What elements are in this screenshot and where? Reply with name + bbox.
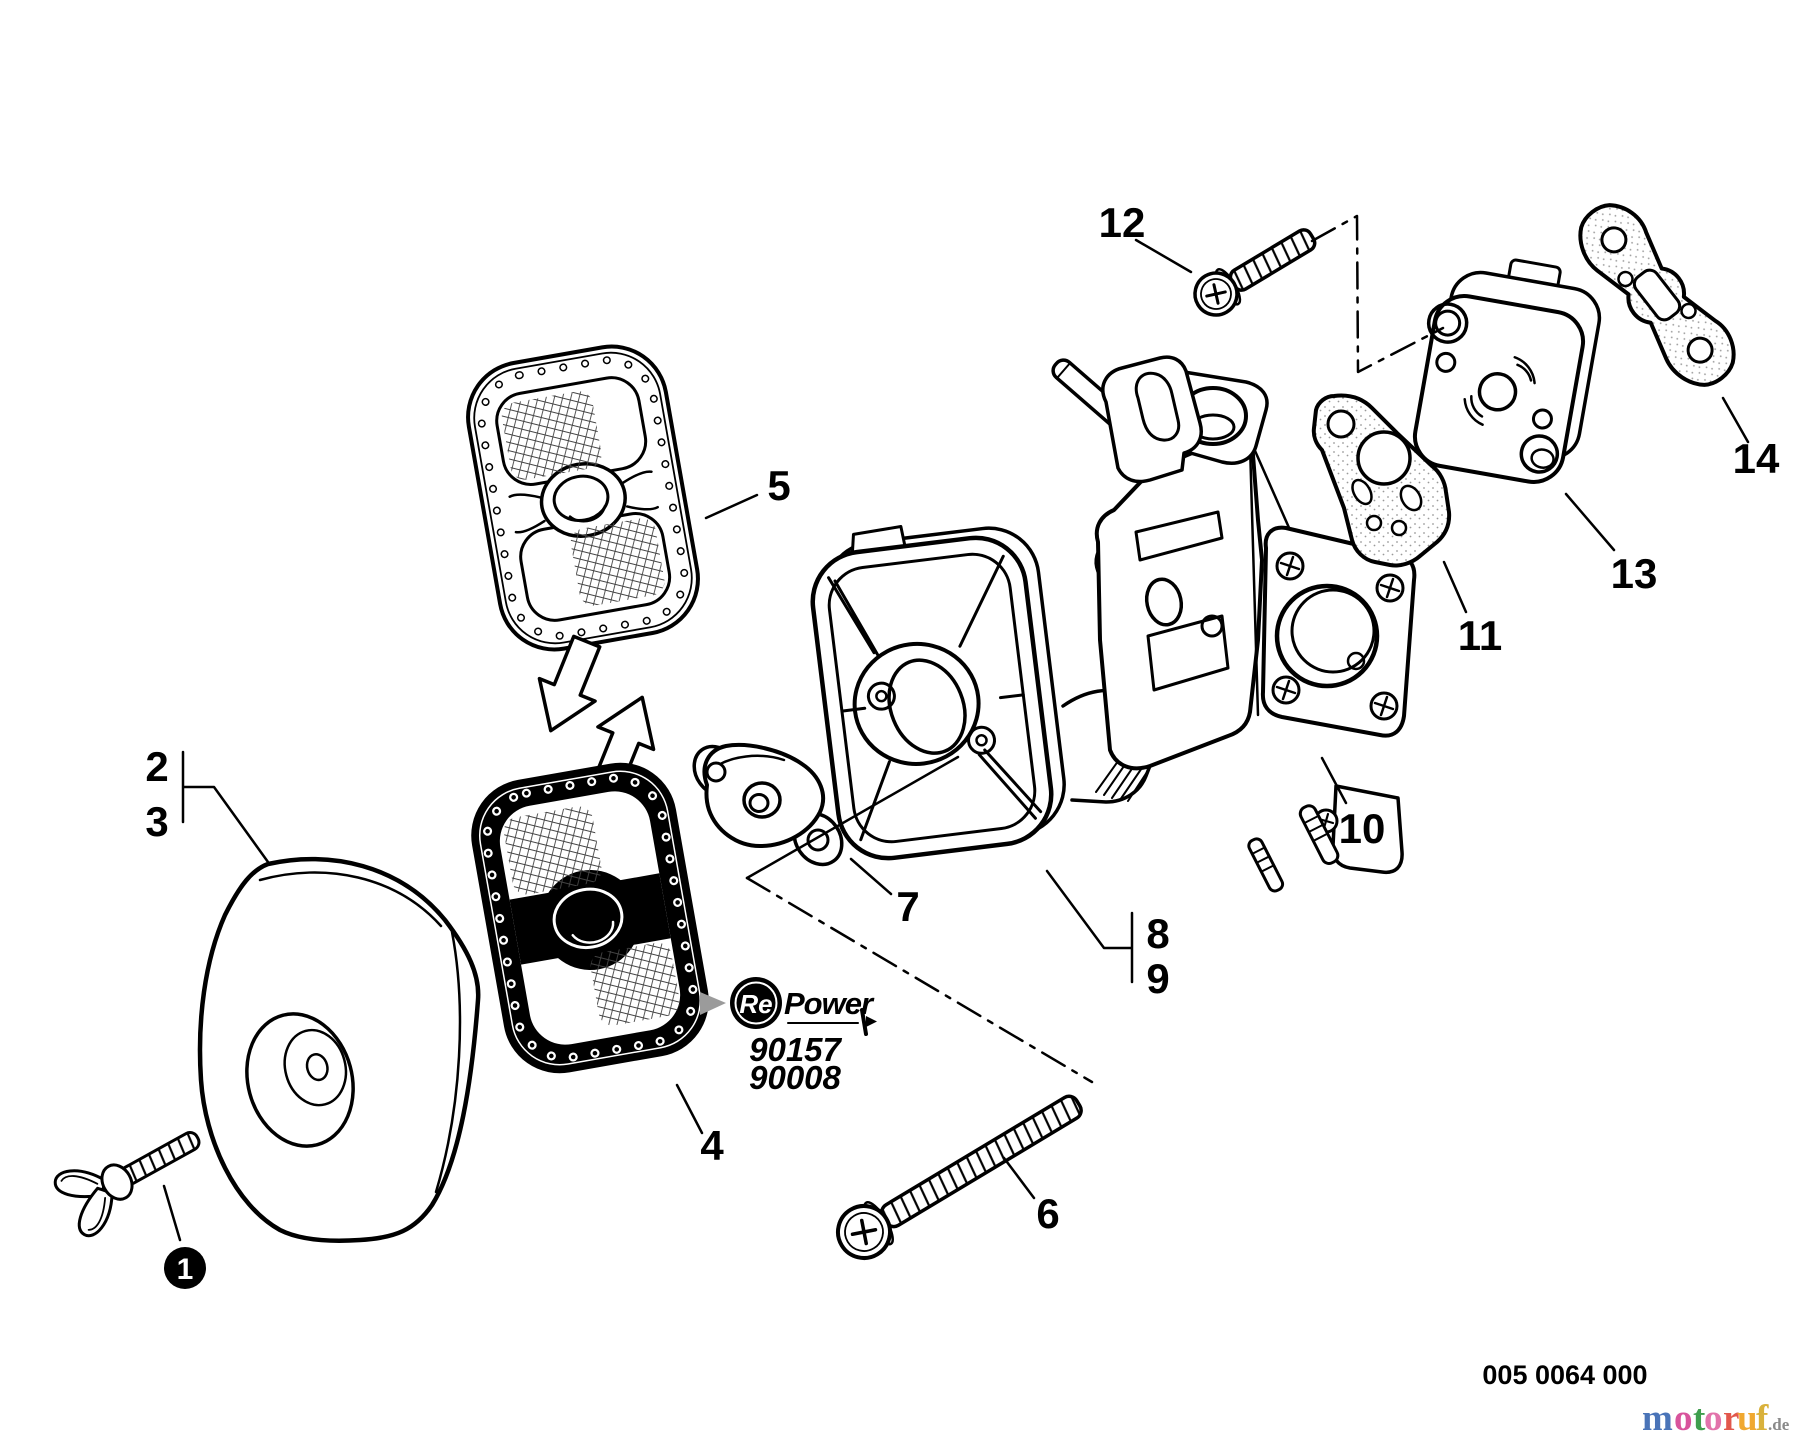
leader-11 (1442, 560, 1468, 614)
carb-gasket (1311, 393, 1452, 568)
callout-2: 2 (145, 743, 168, 790)
leader-1 (162, 1184, 182, 1242)
plate-screws (1271, 551, 1405, 721)
watermark-text: m o t o r u f (1642, 1398, 1769, 1439)
leader-8-9 (1045, 869, 1134, 984)
bolt-short (1193, 228, 1317, 317)
figure-number: 005 0064 000 (1482, 1360, 1647, 1390)
carb-body (1094, 434, 1264, 771)
leader-13 (1564, 492, 1616, 552)
leader-12 (1134, 238, 1193, 274)
choke-plate (692, 742, 844, 867)
callout-11: 11 (1458, 612, 1502, 659)
leader-14 (1721, 396, 1750, 444)
assembly-axis-lines (745, 214, 1445, 1084)
repower-logo: Re Power 90157 90008 (700, 977, 877, 1096)
leader-5 (704, 493, 759, 520)
fuel-nipple (1298, 804, 1340, 865)
callout-7: 7 (896, 883, 919, 930)
leader-7 (849, 857, 893, 896)
leader-lines (162, 238, 1750, 1242)
repower-power: Power (784, 986, 875, 1021)
leader-10 (1320, 756, 1348, 805)
wing-hub (100, 1163, 134, 1201)
callout-8: 8 (1146, 910, 1169, 957)
repower-re: Re (739, 989, 772, 1019)
screw-glyph-icon (860, 1008, 877, 1036)
callout-5: 5 (767, 462, 790, 509)
repower-number-2: 90008 (749, 1059, 841, 1096)
filter-center-ring (540, 869, 641, 970)
motoruf-watermark: m o t o r u f .de (1642, 1398, 1790, 1439)
callout-10: 10 (1339, 805, 1386, 852)
callout-6: 6 (1036, 1190, 1059, 1237)
repower-number-1: 90157 (749, 1031, 842, 1068)
callout-9: 9 (1146, 955, 1169, 1002)
callouts: 1 2 3 4 5 6 7 8 9 10 11 12 13 14 (145, 199, 1780, 1289)
cover-boss (245, 1012, 355, 1148)
intake-gasket (1578, 203, 1736, 387)
repower-circle-icon (730, 977, 782, 1029)
bolt-long (836, 1094, 1083, 1260)
callout-1-badge (164, 1247, 206, 1289)
callout-13: 13 (1611, 550, 1658, 597)
arrow-down-icon (537, 634, 602, 733)
intake-insulator (1412, 258, 1602, 484)
callout-4: 4 (700, 1122, 724, 1169)
leader-2-3 (181, 750, 270, 864)
filter-element-inner (471, 762, 709, 1074)
carb-mount-ring (852, 641, 981, 766)
air-cleaner-cover (197, 856, 481, 1243)
watermark-suffix: .de (1768, 1415, 1790, 1434)
repower-triangle-icon (700, 992, 726, 1015)
callout-3: 3 (145, 798, 168, 845)
leader-6 (1002, 1156, 1036, 1200)
wing-screw (53, 1131, 201, 1238)
fuel-nipple-2 (1247, 837, 1285, 893)
carburetor (1051, 355, 1417, 893)
callout-12: 12 (1099, 199, 1146, 246)
air-filter-case (810, 525, 1156, 861)
callout-14: 14 (1733, 435, 1780, 482)
filter-element-outer (466, 344, 700, 652)
callout-1: 1 (177, 1253, 194, 1286)
leader-4 (675, 1083, 704, 1135)
